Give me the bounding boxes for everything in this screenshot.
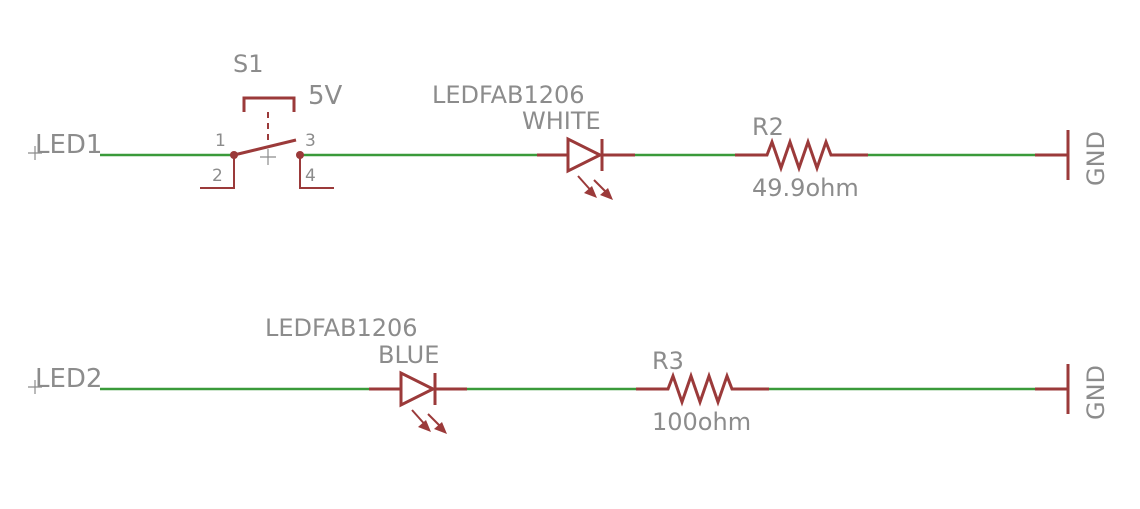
- switch-value-label: 5V: [308, 81, 343, 111]
- switch-lever: [233, 138, 297, 157]
- switch-pin2-leg: [200, 155, 235, 189]
- led-blue-color-label: BLUE: [378, 341, 439, 369]
- r3-value-label: 100ohm: [652, 408, 751, 436]
- resistor-r2: R2 49.9ohm: [735, 113, 868, 202]
- led-white-arrowhead-2: [600, 188, 613, 200]
- switch-pin4-label: 4: [305, 166, 316, 186]
- gnd-top-label: GND: [1082, 131, 1110, 186]
- r2-zigzag: [735, 137, 868, 173]
- gnd-bottom-label: GND: [1082, 365, 1110, 420]
- switch-pin4-leg: [299, 155, 334, 189]
- switch-s1: S1 5V 1 2 3 4: [200, 50, 343, 189]
- gnd-symbol-bottom: GND: [1035, 364, 1110, 420]
- r2-name-label: R2: [752, 113, 784, 141]
- led-blue-triangle: [399, 370, 437, 408]
- switch-origin-cross: [260, 149, 276, 165]
- led-white: LEDFAB1206 WHITE: [432, 81, 635, 200]
- net-label-led2: LED2: [35, 364, 102, 394]
- switch-actuator: [242, 96, 296, 112]
- r3-name-label: R3: [652, 347, 684, 375]
- led-blue-arrowhead-1: [418, 420, 431, 432]
- net-label-led1: LED1: [35, 130, 102, 160]
- led-white-arrowhead-1: [584, 186, 597, 198]
- switch-pin2-label: 2: [212, 166, 223, 186]
- gnd-symbol-top: GND: [1035, 130, 1110, 186]
- net-led1: LED1: [28, 130, 102, 160]
- led-blue-package-label: LEDFAB1206: [265, 314, 418, 342]
- switch-pin1-label: 1: [215, 131, 226, 151]
- led-white-triangle: [566, 136, 604, 174]
- led-white-package-label: LEDFAB1206: [432, 81, 585, 109]
- net-origin-cross-2: [28, 380, 42, 394]
- led-blue-arrowhead-2: [434, 422, 447, 434]
- switch-pin3-label: 3: [305, 131, 316, 151]
- r3-zigzag: [636, 371, 769, 407]
- switch-name-label: S1: [233, 50, 264, 78]
- r2-value-label: 49.9ohm: [752, 174, 859, 202]
- resistor-r3: R3 100ohm: [636, 347, 769, 436]
- led-white-color-label: WHITE: [522, 107, 601, 135]
- net-origin-cross: [28, 146, 42, 160]
- led-blue: LEDFAB1206 BLUE: [265, 314, 467, 434]
- net-led2: LED2: [28, 364, 102, 394]
